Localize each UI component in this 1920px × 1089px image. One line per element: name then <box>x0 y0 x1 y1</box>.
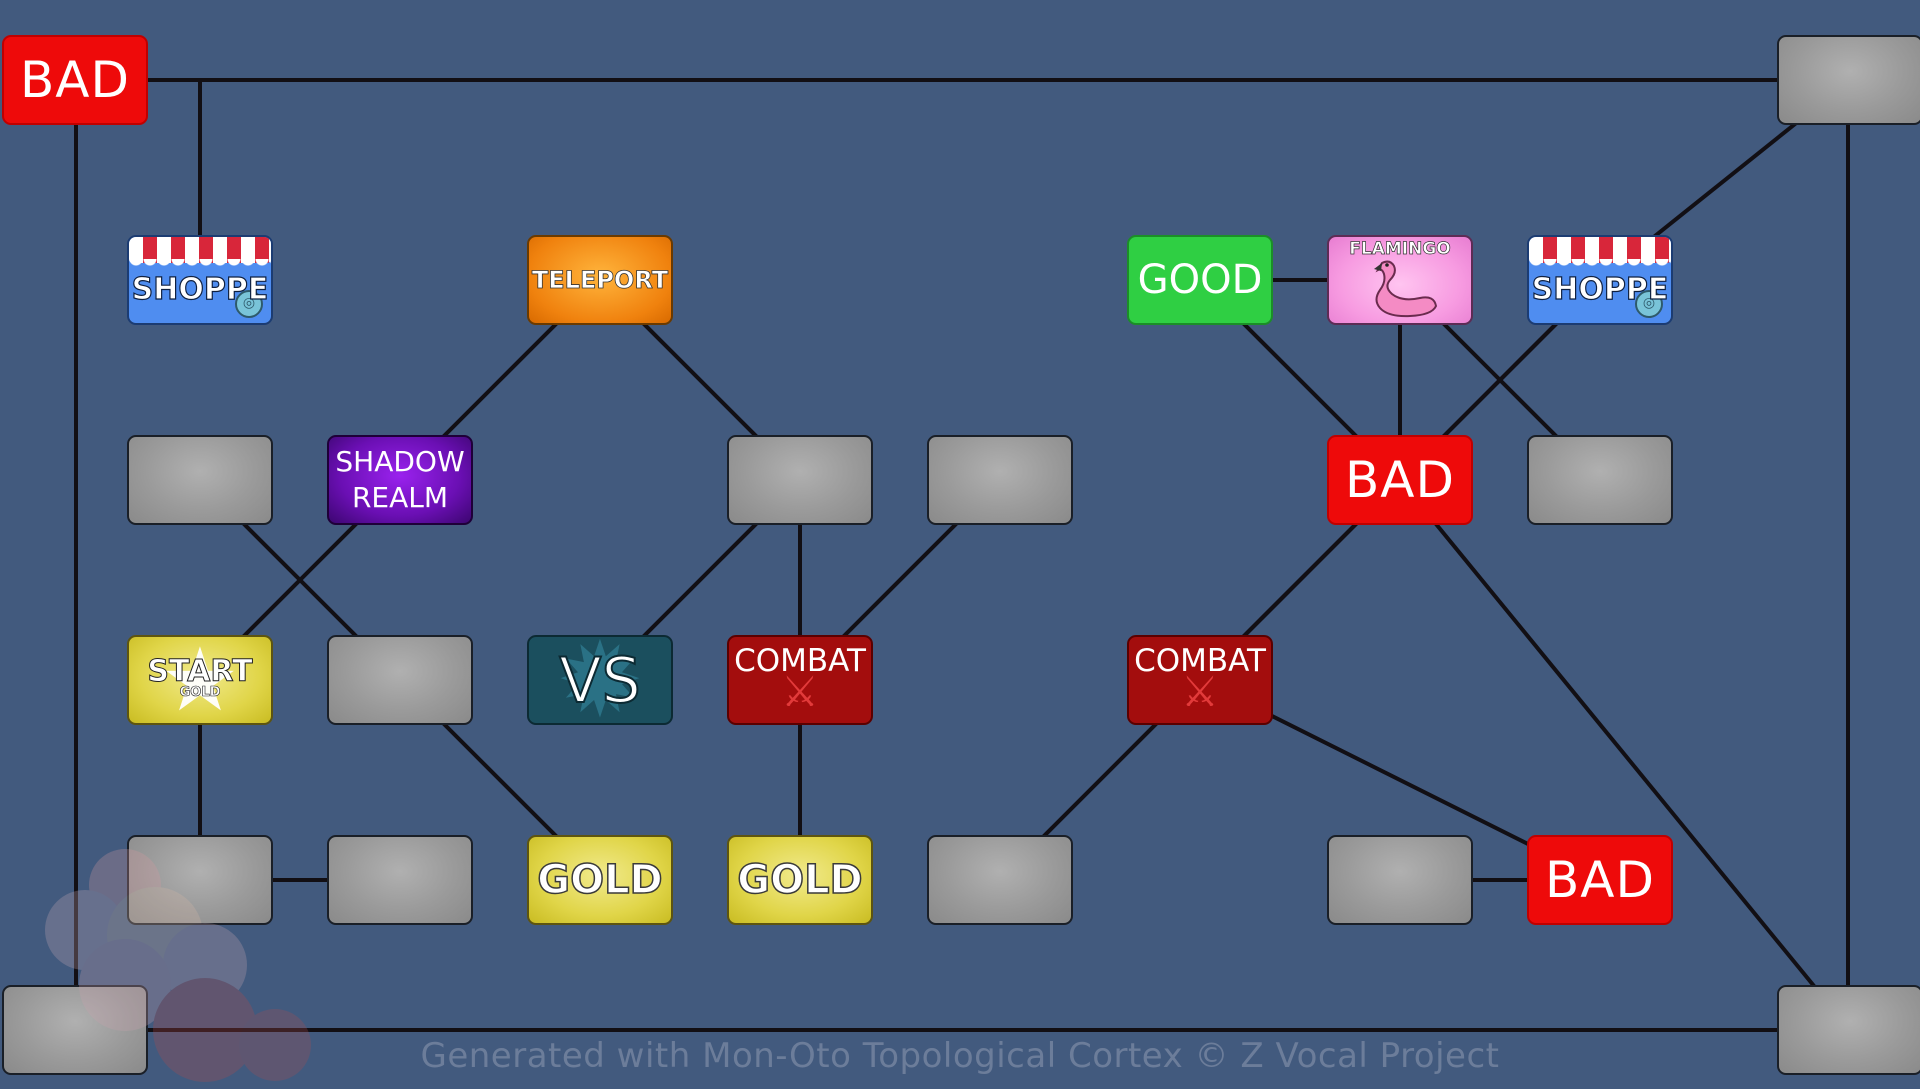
combat-tile[interactable]: COMBAT⚔ <box>727 635 873 725</box>
bad-tile[interactable]: BAD <box>1527 835 1673 925</box>
empty-tile[interactable] <box>727 435 873 525</box>
tile-label: BAD <box>1544 851 1655 909</box>
vs-tile[interactable]: ✹VS <box>527 635 673 725</box>
shoppe-tile[interactable]: ◎SHOPPE <box>1527 235 1673 325</box>
shadow-tile[interactable]: SHADOW REALM <box>327 435 473 525</box>
tile-label: VS <box>558 643 642 718</box>
empty-tile[interactable] <box>2 985 148 1075</box>
empty-tile[interactable] <box>1777 35 1920 125</box>
flamingo-tile[interactable]: FLAMINGO <box>1327 235 1473 325</box>
awning-icon <box>129 237 271 267</box>
tile-label: SHADOW REALM <box>335 445 465 514</box>
empty-tile[interactable] <box>1527 435 1673 525</box>
empty-tile[interactable] <box>1777 985 1920 1075</box>
mascot-watermark <box>30 815 340 1089</box>
empty-tile[interactable] <box>327 635 473 725</box>
coin-icon: ◎ <box>1635 290 1663 318</box>
crossed-swords-icon: ⚔ <box>1181 667 1219 716</box>
footer-credit: Generated with Mon-Oto Topological Corte… <box>420 1036 1500 1076</box>
tile-label: SHOPPE <box>1531 271 1669 307</box>
tile-label: GOLD <box>736 856 863 904</box>
empty-tile[interactable] <box>1327 835 1473 925</box>
tile-label: GOOD <box>1137 257 1263 303</box>
gold-tile[interactable]: GOLD <box>527 835 673 925</box>
tile-label: FLAMINGO <box>1349 239 1451 260</box>
empty-tile[interactable] <box>927 835 1073 925</box>
tile-label: GOLD <box>536 856 663 904</box>
tile-label: BAD <box>19 51 130 109</box>
bad-tile[interactable]: BAD <box>1327 435 1473 525</box>
tile-sublabel: GOLD <box>179 685 221 701</box>
gold-tile[interactable]: GOLD <box>727 835 873 925</box>
empty-tile[interactable] <box>327 835 473 925</box>
empty-tile[interactable] <box>127 835 273 925</box>
shoppe-tile[interactable]: ◎SHOPPE <box>127 235 273 325</box>
star-icon: ★ <box>160 635 240 725</box>
tile-label: BAD <box>1344 451 1455 509</box>
teleport-tile[interactable]: TELEPORT <box>527 235 673 325</box>
tile-label: COMBAT <box>1134 643 1266 679</box>
burst-icon: ✹ <box>556 635 644 725</box>
edge-r2c7-corner-br <box>1398 478 1852 1032</box>
combat-tile[interactable]: COMBAT⚔ <box>1127 635 1273 725</box>
crossed-swords-icon: ⚔ <box>781 667 819 716</box>
tile-label: SHOPPE <box>131 271 269 307</box>
empty-tile[interactable] <box>927 435 1073 525</box>
tile-label: TELEPORT <box>531 266 669 295</box>
awning-icon <box>1529 237 1671 267</box>
empty-tile[interactable] <box>127 435 273 525</box>
bad-tile[interactable]: BAD <box>2 35 148 125</box>
good-tile[interactable]: GOOD <box>1127 235 1273 325</box>
tile-label: COMBAT <box>734 643 866 679</box>
flamingo-icon <box>1374 260 1438 318</box>
coin-icon: ◎ <box>235 290 263 318</box>
tile-label: START <box>147 654 253 690</box>
